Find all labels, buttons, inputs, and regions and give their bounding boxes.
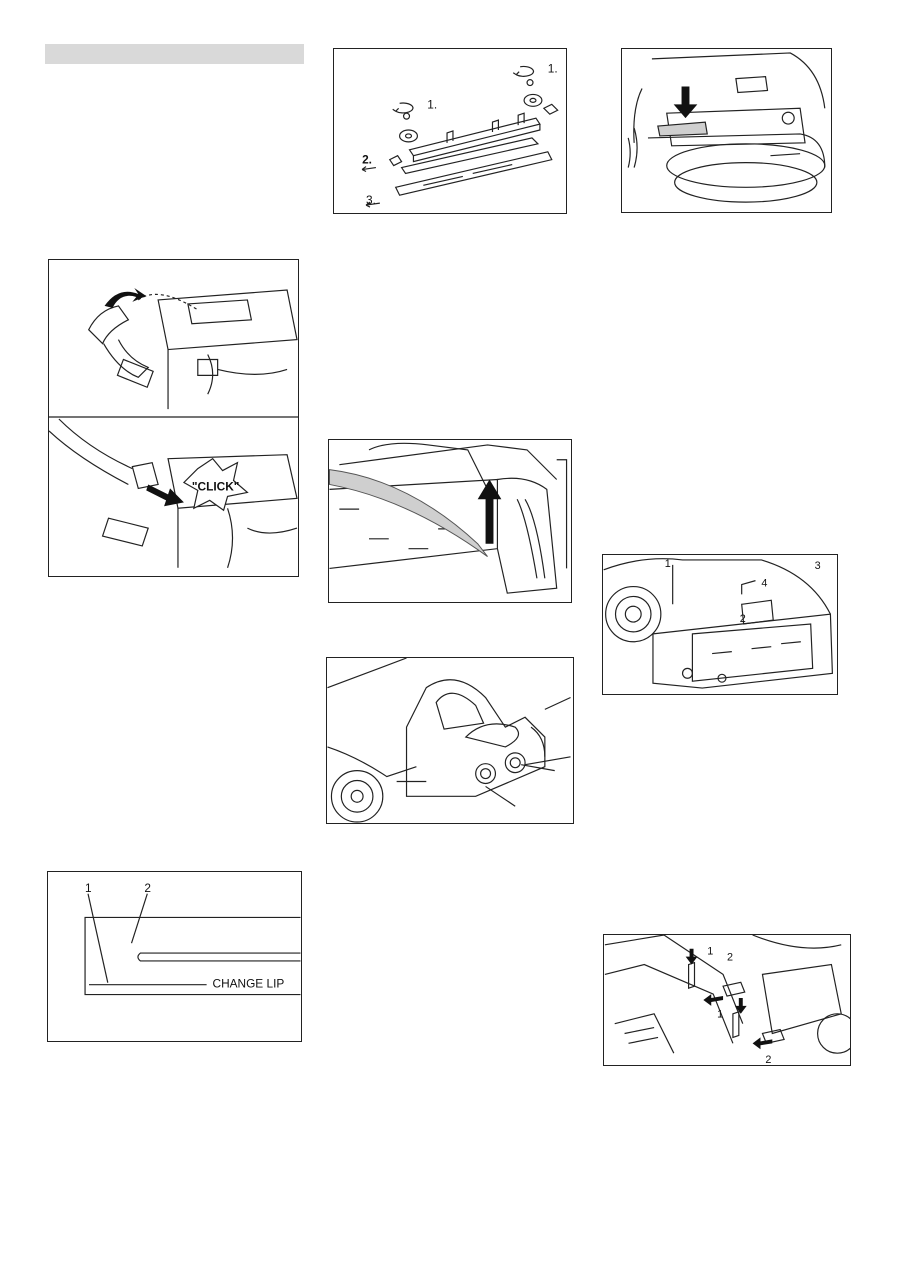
figure-hose-connection: "CLICK" bbox=[48, 259, 299, 577]
tank-lever-illustration bbox=[627, 52, 826, 203]
change-lip-text: CHANGE LIP bbox=[213, 977, 285, 991]
hose-connection-illustration: "CLICK" bbox=[49, 288, 298, 568]
section-heading-bar bbox=[45, 44, 304, 64]
figure-tank-lever bbox=[621, 48, 832, 213]
callout-4: 4 bbox=[761, 578, 767, 590]
change-lip-illustration: 1 2 CHANGE LIP bbox=[84, 881, 301, 996]
step-label-1a: 1. bbox=[548, 62, 558, 76]
click-label: "CLICK" bbox=[192, 479, 240, 493]
callout-2b: 2 bbox=[765, 1054, 771, 1065]
drain-outlets-illustration bbox=[327, 658, 571, 823]
squeegee-illustration: 1. 1. 2. 3. bbox=[361, 62, 559, 208]
callout-3: 3 bbox=[815, 560, 821, 572]
tank-lift-illustration bbox=[329, 442, 568, 594]
pins-illustration: 1 2 1 2 bbox=[604, 935, 850, 1065]
brush-head-illustration: 1 3 4 2 bbox=[603, 558, 833, 689]
step-label-2: 2. bbox=[362, 153, 372, 167]
figure-drain-outlets bbox=[326, 657, 574, 824]
callout-2: 2 bbox=[144, 881, 151, 895]
figure-pins: 1 2 1 2 bbox=[603, 934, 851, 1066]
figure-brush-head: 1 3 4 2 bbox=[602, 554, 838, 695]
callout-1: 1 bbox=[85, 881, 92, 895]
callout-2a: 2 bbox=[727, 952, 733, 964]
callout-1: 1 bbox=[665, 558, 671, 570]
callout-1b: 1 bbox=[717, 1009, 723, 1021]
callout-2: 2 bbox=[740, 613, 746, 625]
figure-tank-lift bbox=[328, 439, 572, 603]
figure-change-lip: 1 2 CHANGE LIP bbox=[47, 871, 302, 1042]
step-label-3: 3. bbox=[366, 193, 376, 207]
callout-1a: 1 bbox=[707, 946, 713, 958]
figure-squeegee-disassembly: 1. 1. 2. 3. bbox=[333, 48, 567, 214]
step-label-1b: 1. bbox=[427, 97, 437, 111]
